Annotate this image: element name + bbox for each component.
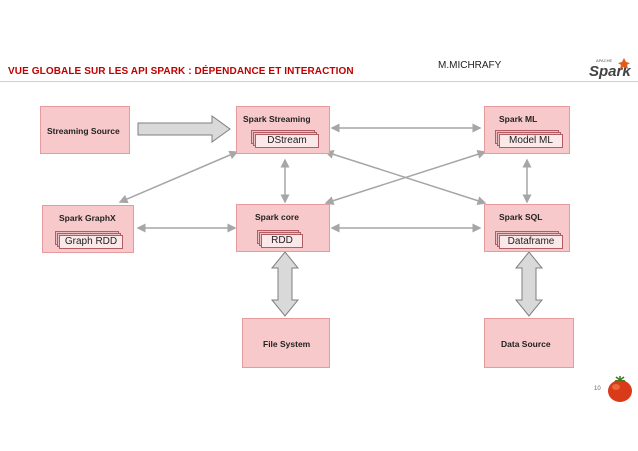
graphx-streaming-connector: [118, 150, 239, 204]
dataframe-card: Dataframe: [499, 235, 563, 249]
rdd-card: RDD: [261, 234, 303, 248]
page-number: 10: [594, 386, 601, 392]
dstream-card: DStream: [255, 134, 319, 148]
tomato-icon: [608, 376, 632, 402]
streaming-source-arrow: [137, 115, 231, 143]
streaming-sql-connector: [324, 150, 487, 205]
spark-core-label: Spark core: [255, 212, 299, 222]
spark-sql-box: Spark SQL Dataframe: [484, 204, 570, 252]
file-system-label: File System: [263, 339, 311, 349]
spark-ml-label: Spark ML: [499, 114, 538, 124]
streaming-source-label: Streaming Source: [47, 126, 120, 136]
spark-core-box: Spark core RDD: [236, 204, 330, 252]
spark-graphx-box: Spark GraphX Graph RDD: [42, 205, 134, 253]
title-divider: [0, 81, 638, 82]
model-ml-card: Model ML: [499, 134, 563, 148]
graph-rdd-card: Graph RDD: [59, 235, 123, 249]
spark-streaming-label: Spark Streaming: [243, 114, 311, 124]
data-source-box: Data Source: [484, 318, 574, 368]
streaming-source-box: Streaming Source: [40, 106, 130, 154]
spark-sql-label: Spark SQL: [499, 212, 543, 222]
spark-ml-box: Spark ML Model ML: [484, 106, 570, 154]
file-system-box: File System: [242, 318, 330, 368]
spark-graphx-label: Spark GraphX: [59, 213, 116, 223]
spark-streaming-box: Spark Streaming DStream: [236, 106, 330, 154]
core-filesystem-arrow: [270, 251, 300, 317]
data-source-label: Data Source: [501, 339, 551, 349]
spark-logo: APACHE Spark: [589, 58, 631, 80]
slide-title: VUE GLOBALE SUR LES API SPARK : DÉPENDAN…: [8, 66, 354, 77]
sql-datasource-arrow: [514, 251, 544, 317]
svg-text:APACHE: APACHE: [596, 58, 612, 63]
author-name: M.MICHRAFY: [438, 60, 502, 71]
